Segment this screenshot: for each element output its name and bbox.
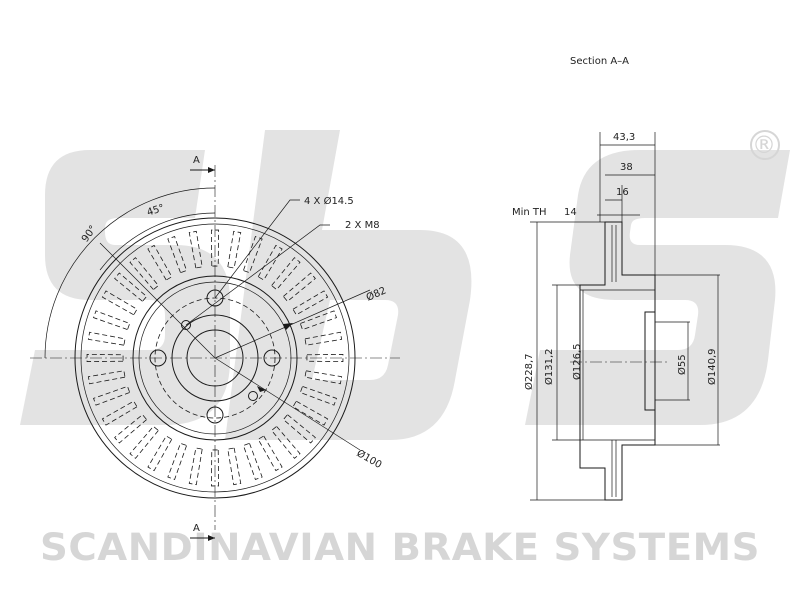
- vent-slot: [87, 331, 126, 346]
- vent-slot: [93, 310, 131, 331]
- diameter-126-label: Ø126,5: [571, 344, 583, 381]
- vent-slot: [211, 449, 219, 487]
- vent-slot: [167, 442, 188, 480]
- vent-slot: [282, 414, 316, 444]
- section-title: Section A–A: [570, 56, 629, 67]
- sbs-watermark-logo: [20, 130, 790, 440]
- diameter-100-label: Ø100: [355, 447, 384, 471]
- vent-slot: [101, 400, 138, 426]
- ventilation-slots: [86, 229, 344, 487]
- vent-slot: [242, 236, 263, 274]
- section-view: 43,3 38 16 Min TH 14 Ø228,7 Ø131,2 Ø126,…: [512, 132, 720, 501]
- vent-slot: [271, 425, 301, 459]
- vent-slot: [86, 354, 124, 362]
- diameter-140-label: Ø140,9: [706, 349, 718, 386]
- vent-slot: [129, 425, 159, 459]
- vent-slot: [271, 257, 301, 291]
- vent-slot: [188, 230, 203, 269]
- angle-arc-90: [44, 187, 216, 359]
- bolt-holes-label: 4 X Ø14.5: [304, 195, 354, 207]
- hub-bore-step: [644, 311, 656, 411]
- angle-arc-45: [99, 212, 216, 271]
- vent-slot: [188, 447, 203, 486]
- vent-slot: [257, 435, 283, 472]
- vent-slot: [147, 244, 173, 281]
- vent-slot: [167, 236, 188, 274]
- section-marker-top: A: [193, 155, 200, 166]
- width-16-label: 16: [616, 187, 629, 198]
- section-marker-bottom: A: [193, 523, 200, 534]
- registered-mark-circle: [750, 130, 780, 160]
- vent-slot: [292, 290, 329, 316]
- diameter-228-label: Ø228,7: [523, 354, 535, 391]
- vent-slot: [282, 272, 316, 302]
- vent-slot: [299, 385, 337, 406]
- vent-slot: [306, 354, 344, 362]
- vent-slot: [242, 442, 263, 480]
- vent-slot: [114, 414, 148, 444]
- vent-slot: [87, 370, 126, 385]
- vent-slot: [93, 385, 131, 406]
- vent-slot: [114, 272, 148, 302]
- vent-slot: [147, 435, 173, 472]
- thread-hole-2: [248, 391, 258, 401]
- thread-hole-1: [181, 320, 191, 330]
- thread-holes-label: 2 X M8: [345, 220, 380, 231]
- vent-slot: [304, 370, 343, 385]
- front-view: A A 90° 45° 4 X Ø14.5 2 X M8 Ø82 Ø100: [30, 155, 400, 541]
- vent-slot: [101, 290, 138, 316]
- vent-slot: [227, 447, 242, 486]
- vent-slot: [129, 257, 159, 291]
- vent-slot: [299, 310, 337, 331]
- min-thickness-label: Min TH: [512, 207, 547, 218]
- vent-slot: [292, 400, 329, 426]
- vent-slot: [257, 244, 283, 281]
- diameter-131-label: Ø131,2: [543, 349, 555, 386]
- width-43-label: 43,3: [613, 132, 635, 143]
- min-thickness-value: 14: [564, 207, 577, 218]
- vent-slot: [227, 230, 242, 269]
- angle-label-45: 45°: [146, 203, 166, 219]
- diameter-55-label: Ø55: [676, 354, 688, 375]
- brand-text-watermark: SCANDINAVIAN BRAKE SYSTEMS: [40, 526, 760, 569]
- registered-mark: ®: [752, 131, 776, 159]
- width-38-label: 38: [620, 162, 633, 173]
- vent-slot: [304, 331, 343, 346]
- vent-slot: [211, 229, 219, 267]
